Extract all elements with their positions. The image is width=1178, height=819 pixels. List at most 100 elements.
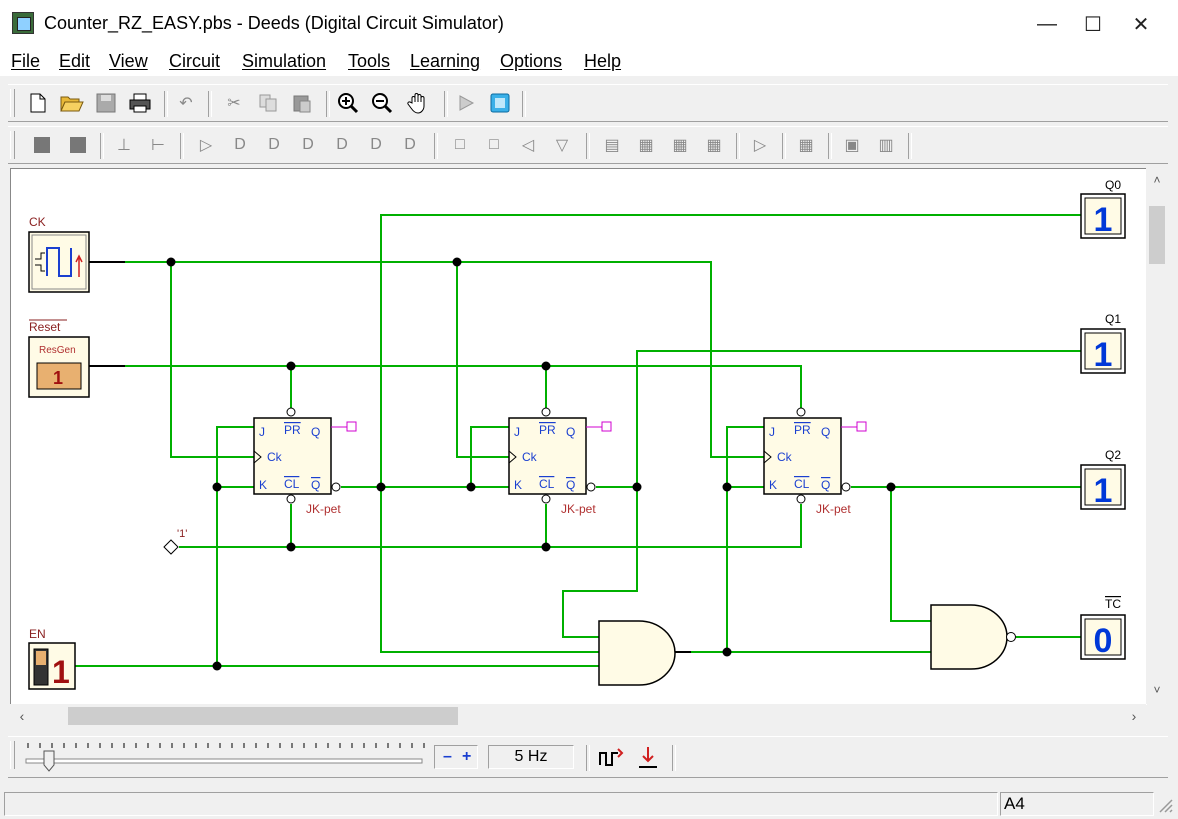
maximize-button[interactable]: ☐ [1084,13,1102,36]
en-switch-input[interactable]: EN 1 [28,627,76,690]
menu-learning[interactable]: Learning [410,51,481,71]
counter-icon[interactable]: ▤ [604,137,620,154]
register-icon[interactable]: ▦ [638,137,654,154]
slider-thumb[interactable] [43,750,55,772]
decrease-button[interactable]: – [443,748,452,765]
ck-clock-input[interactable]: CK [28,215,125,293]
tc-label: TC [1105,597,1121,611]
open-icon[interactable] [60,91,84,115]
xnor-gate-icon[interactable]: D [404,136,416,153]
toolbar-grip[interactable] [10,89,15,117]
run-icon[interactable] [454,91,478,115]
horizontal-scroll-thumb[interactable] [68,707,458,725]
reset-label: Reset [29,320,61,334]
paste-icon[interactable] [290,91,314,115]
zoom-in-icon[interactable] [336,91,360,115]
output-tc[interactable]: TC 0 [1080,597,1126,660]
page-format: A4 [1000,792,1154,816]
asm-icon[interactable]: ▣ [844,137,860,154]
ff2-ck-label: Ck [522,450,538,464]
wire-icon[interactable]: ⊥ [117,137,131,154]
reset-input[interactable]: Reset ResGen 1 [28,319,125,398]
menu-edit[interactable]: Edit [59,51,91,71]
mem-icon[interactable]: ▦ [706,137,722,154]
nor-gate-icon[interactable]: D [370,136,382,153]
ff2-qbar-label: Q [566,478,575,492]
close-button[interactable]: ✕ [1132,13,1150,36]
nand-gate-icon[interactable]: D [336,136,348,153]
rom-icon[interactable]: ▥ [878,137,894,154]
jk-flipflop-1[interactable]: J PR Q Ck K CL Q JK-pet [253,407,357,516]
toolbar-grip[interactable] [10,131,15,159]
input-icon[interactable] [30,133,54,157]
flipflop-jk-icon[interactable]: □ [489,136,499,153]
nand-gate[interactable] [930,604,1016,670]
output-icon[interactable] [66,133,90,157]
menu-simulation[interactable]: Simulation [242,51,327,71]
zoom-out-icon[interactable] [370,91,394,115]
constant-one-input[interactable]: '1' [163,528,187,555]
menu-options[interactable]: Options [500,51,563,71]
keyboard-icon[interactable]: ▦ [798,137,814,154]
junction-icon[interactable]: ⊢ [151,137,165,154]
print-icon[interactable] [128,91,152,115]
resize-grip-icon[interactable] [1156,796,1174,814]
vertical-scrollbar[interactable]: ˄ ˅ [1146,168,1168,704]
ck-label: CK [29,215,46,229]
ff3-pr-label: PR [794,423,811,437]
minimize-button[interactable]: — [1037,12,1057,35]
cut-icon[interactable]: ✂ [227,95,241,112]
xor-gate-icon[interactable]: D [302,136,314,153]
status-bar: A4 [0,788,1178,819]
jk-flipflop-2[interactable]: J PR Q Ck K CL Q JK-pet [508,407,612,516]
flipflop-d-icon[interactable]: □ [455,136,465,153]
menu-circuit[interactable]: Circuit [169,51,221,71]
constant-one-label: '1' [177,528,187,540]
menu-tools[interactable]: Tools [348,51,391,71]
speed-slider[interactable] [22,739,428,775]
output-q2[interactable]: Q2 1 [1080,448,1126,510]
buffer-icon[interactable]: ▷ [199,137,213,154]
q0-label: Q0 [1105,178,1121,192]
toolbar-separator [180,133,184,159]
pan-icon[interactable] [406,91,430,115]
app-icon[interactable] [12,12,34,34]
en-value: 1 [52,654,70,690]
ff2-q-label: Q [566,425,575,439]
ff1-pr-label: PR [284,423,301,437]
scroll-right-icon[interactable]: › [1131,708,1137,724]
scroll-left-icon[interactable]: ‹ [19,708,25,724]
save-icon[interactable] [94,91,118,115]
undo-icon[interactable]: ↶ [179,95,193,112]
toolbar-separator [672,745,676,771]
new-icon[interactable] [26,91,50,115]
copy-icon[interactable] [256,91,280,115]
reset-step-icon[interactable] [636,745,662,771]
output-q1[interactable]: Q1 1 [1080,312,1126,374]
scroll-up-icon[interactable]: ˄ [1153,173,1161,187]
menu-help[interactable]: Help [584,51,622,71]
circuit-canvas[interactable]: CK Reset ResGen 1 '1' EN [10,168,1147,705]
comparator-icon[interactable]: ▷ [753,137,767,154]
output-q0[interactable]: Q0 1 [1080,178,1126,239]
vertical-scroll-thumb[interactable] [1149,206,1165,264]
or-gate-icon[interactable]: D [268,136,280,153]
and-gate-icon[interactable]: D [234,136,246,153]
scroll-down-icon[interactable]: ˅ [1153,683,1161,697]
menu-view[interactable]: View [109,51,148,71]
frequency-display: 5 Hz [488,745,574,769]
flipflop-t-icon[interactable]: ◁ [521,137,535,154]
and-gate[interactable] [598,620,691,686]
increase-button[interactable]: + [462,748,472,765]
horizontal-scrollbar[interactable]: ‹ › [10,704,1146,728]
menu-file[interactable]: File [11,51,41,71]
stop-icon[interactable] [488,91,512,115]
window-title: Counter_RZ_EASY.pbs - Deeds (Digital Cir… [44,13,504,33]
mux-icon[interactable]: ▽ [555,137,569,154]
toolbar-grip[interactable] [10,741,15,769]
toolbar-separator [782,133,786,159]
jk-flipflop-3[interactable]: J PR Q Ck K CL Q JK-pet [763,407,867,516]
rising-edge-icon [75,254,83,277]
clock-step-icon[interactable] [598,745,624,771]
cnt-icon[interactable]: ▦ [672,137,688,154]
